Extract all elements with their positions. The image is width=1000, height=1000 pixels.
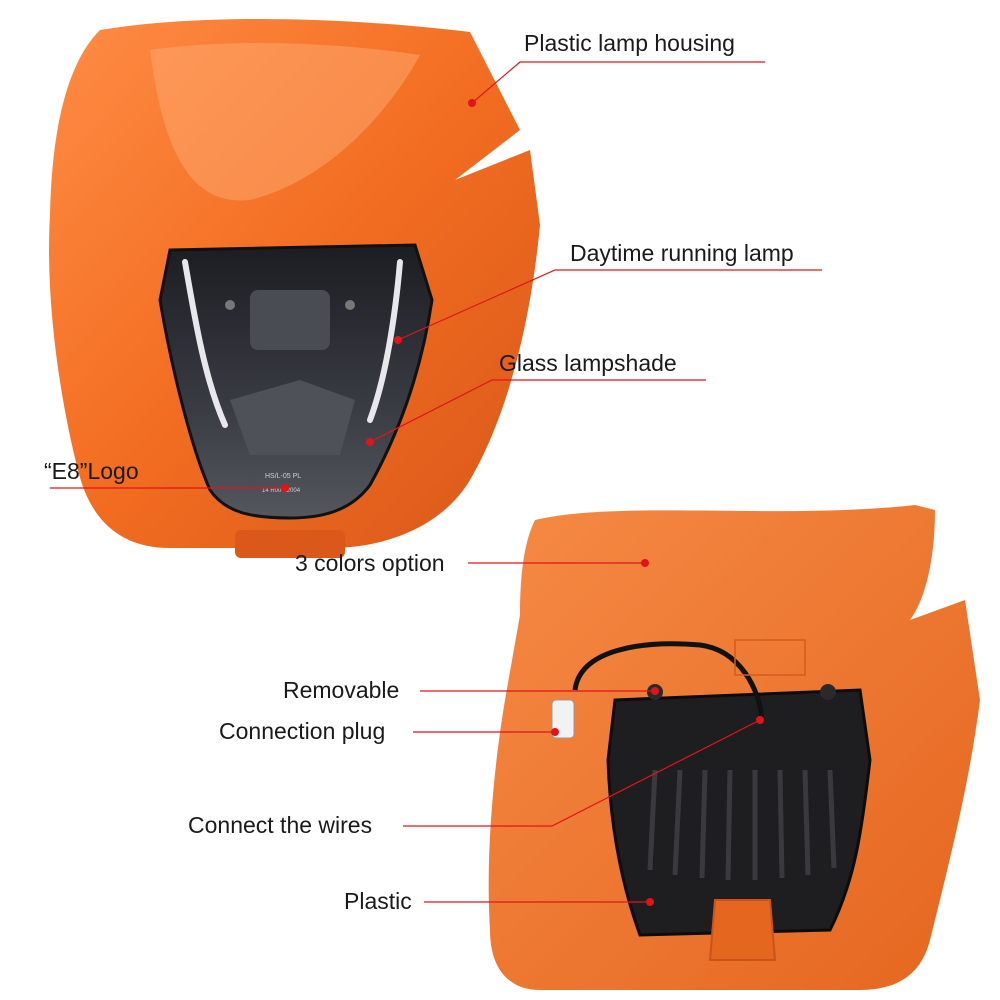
label-connect-the-wires: Connect the wires <box>188 812 373 838</box>
label-connection-plug: Connection plug <box>219 718 386 744</box>
label-3-colors-option: 3 colors option <box>295 550 445 576</box>
connection-plug-shape <box>551 699 575 739</box>
front-headlight: HS/L-05 PL 14 R00-12004 <box>49 18 540 558</box>
grid-marking <box>734 639 806 676</box>
dot-colors <box>641 559 649 567</box>
callout-lines <box>50 61 822 903</box>
heatsink-fins <box>647 769 837 881</box>
callout-wires <box>403 719 761 827</box>
callout-dots <box>281 99 764 906</box>
wire-harness <box>572 641 765 721</box>
label-glass-lampshade: Glass lampshade <box>499 350 677 376</box>
callout-glass <box>369 379 706 443</box>
dot-removable <box>651 687 659 695</box>
dot-wires <box>756 716 764 724</box>
dot-drl <box>394 336 402 344</box>
removable-bolt-right <box>820 684 836 700</box>
callout-housing <box>471 61 765 104</box>
callout-drl <box>397 269 822 341</box>
label-plastic: Plastic <box>344 888 412 914</box>
label-e8-logo: “E8”Logo <box>44 458 139 484</box>
dot-housing <box>468 99 476 107</box>
label-removable: Removable <box>283 677 400 703</box>
screw-right <box>345 300 355 310</box>
reflector-lower <box>230 380 355 455</box>
lens-marking: HS/L-05 PL <box>265 473 301 480</box>
dot-logo <box>281 484 289 492</box>
drl-left <box>182 259 228 428</box>
label-daytime-running-lamp: Daytime running lamp <box>570 240 794 266</box>
led-module <box>250 290 330 350</box>
lens-marking-2: 14 R00-12004 <box>262 488 301 494</box>
dot-glass <box>366 438 374 446</box>
dot-plug <box>551 728 559 736</box>
screw-left <box>225 300 235 310</box>
shell-highlight <box>150 43 420 201</box>
drl-right <box>367 259 403 423</box>
lower-mount <box>235 530 345 558</box>
rear-headlight <box>488 505 980 990</box>
bottom-bracket <box>708 899 777 961</box>
label-plastic-lamp-housing: Plastic lamp housing <box>524 30 735 56</box>
dot-plastic <box>646 898 654 906</box>
